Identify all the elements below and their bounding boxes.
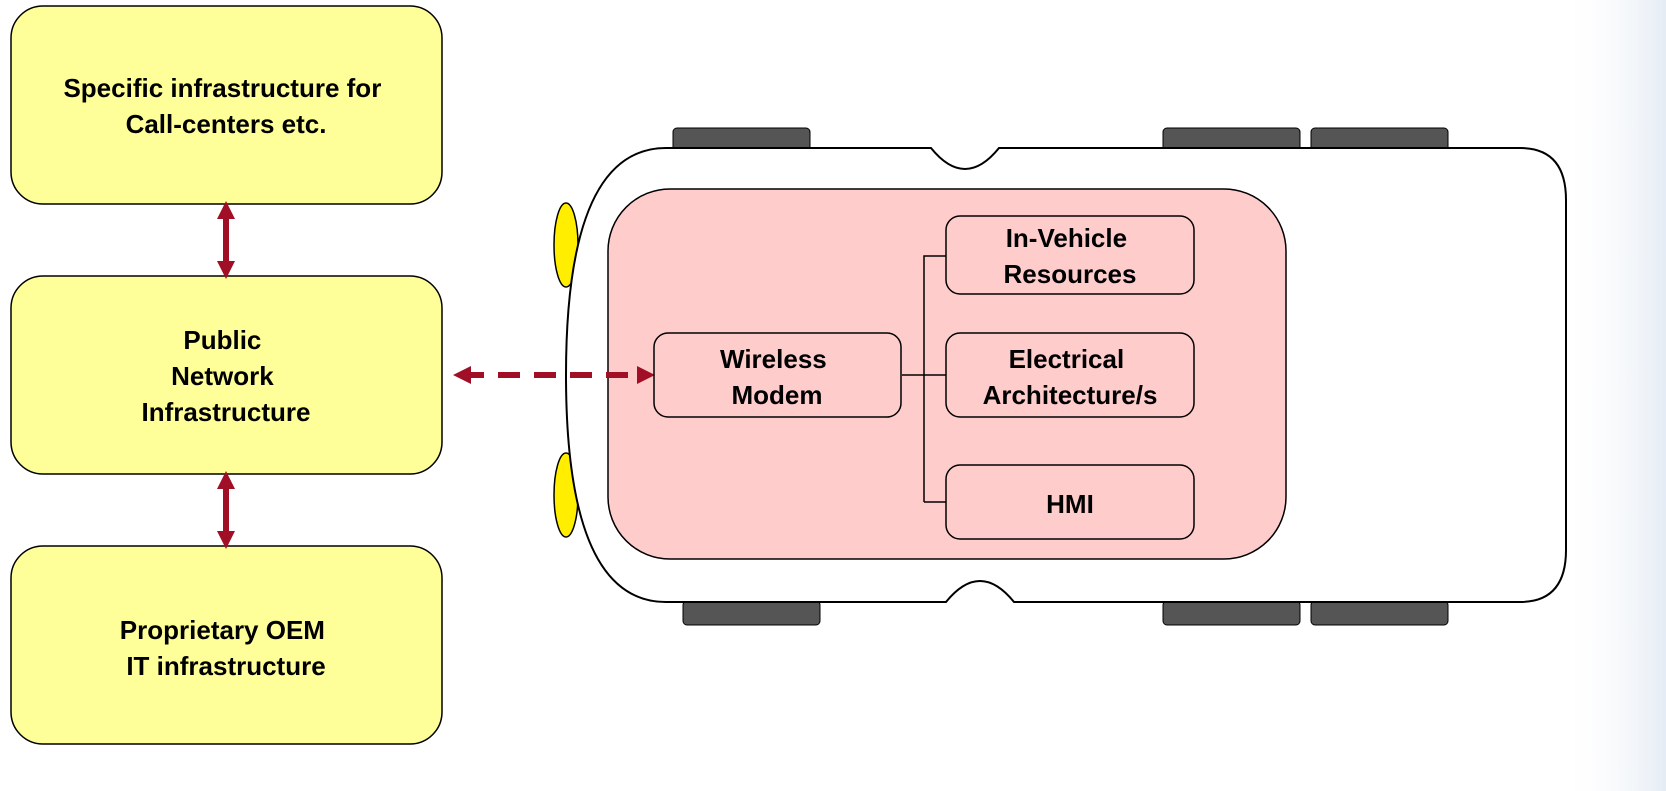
in-vehicle-resources-box	[945, 215, 1195, 295]
oem-it-box	[10, 545, 443, 745]
vehicle-component-boxes	[653, 215, 1195, 540]
vehicle-wheels	[672, 127, 1449, 626]
in-vehicle-resources-label: In-Vehicle Resources	[1004, 223, 1137, 289]
electrical-architecture-box	[945, 332, 1195, 418]
call-centers-label: Specific infrastructure for Call-centers…	[63, 73, 388, 139]
background-edge	[1560, 0, 1666, 791]
vehicle-connectors	[902, 255, 946, 503]
wheel-bottom-rear-1	[1162, 600, 1301, 626]
wheel-bottom-front	[682, 600, 821, 626]
labels: Specific infrastructure for Call-centers…	[63, 73, 1157, 681]
connector-resources-trunk	[923, 255, 946, 502]
wireless-modem-label: Wireless Modem	[720, 344, 834, 410]
hmi-label: HMI	[1046, 489, 1094, 519]
oem-it-label: Proprietary OEM IT infrastructure	[120, 615, 332, 681]
wheel-bottom-rear-2	[1310, 600, 1449, 626]
wireless-modem-box	[653, 332, 902, 418]
infrastructure-boxes	[10, 5, 443, 745]
call-centers-box	[10, 5, 443, 205]
public-network-label: Public Network Infrastructure	[141, 325, 310, 427]
electrical-architecture-label: Electrical Architecture/s	[983, 344, 1158, 410]
hmi-box	[945, 464, 1195, 540]
